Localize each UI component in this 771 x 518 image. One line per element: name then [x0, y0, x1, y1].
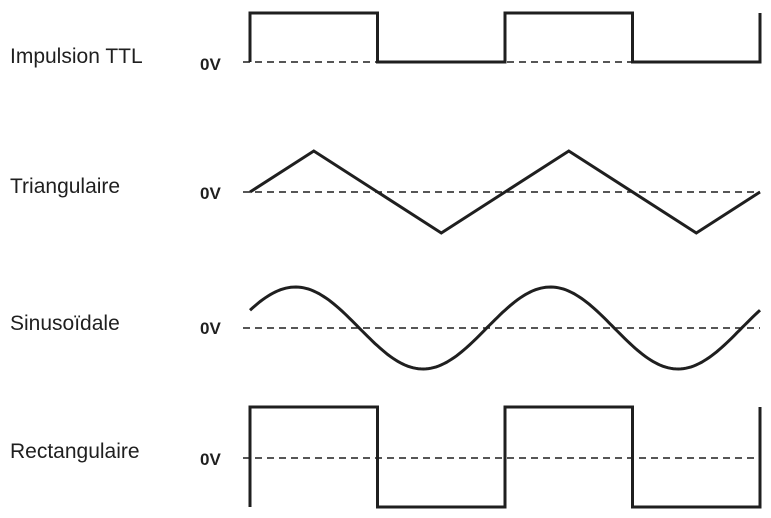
zero-volt-label-sine: 0V [200, 319, 221, 338]
waveform-label-rect: Rectangulaire [10, 440, 140, 463]
waveform-trace-ttl [248, 11, 762, 64]
waveform-trace-triangle [249, 149, 761, 235]
waveform-label-sine: Sinusoïdale [10, 312, 120, 335]
waveform-label-ttl: Impulsion TTL [10, 45, 143, 68]
waveform-trace-sine [249, 285, 762, 371]
waveform-row-sine: Sinusoïdale 0V [10, 285, 762, 371]
waveform-row-rect: Rectangulaire 0V [10, 405, 762, 509]
zero-volt-label-ttl: 0V [200, 55, 221, 74]
waveform-row-triangle: Triangulaire 0V [10, 149, 761, 235]
waveform-label-triangle: Triangulaire [10, 175, 120, 198]
zero-volt-label-triangle: 0V [200, 184, 221, 203]
waveform-row-ttl: Impulsion TTL 0V [10, 11, 762, 74]
waveform-trace-rect [248, 405, 762, 509]
zero-volt-label-rect: 0V [200, 450, 221, 469]
